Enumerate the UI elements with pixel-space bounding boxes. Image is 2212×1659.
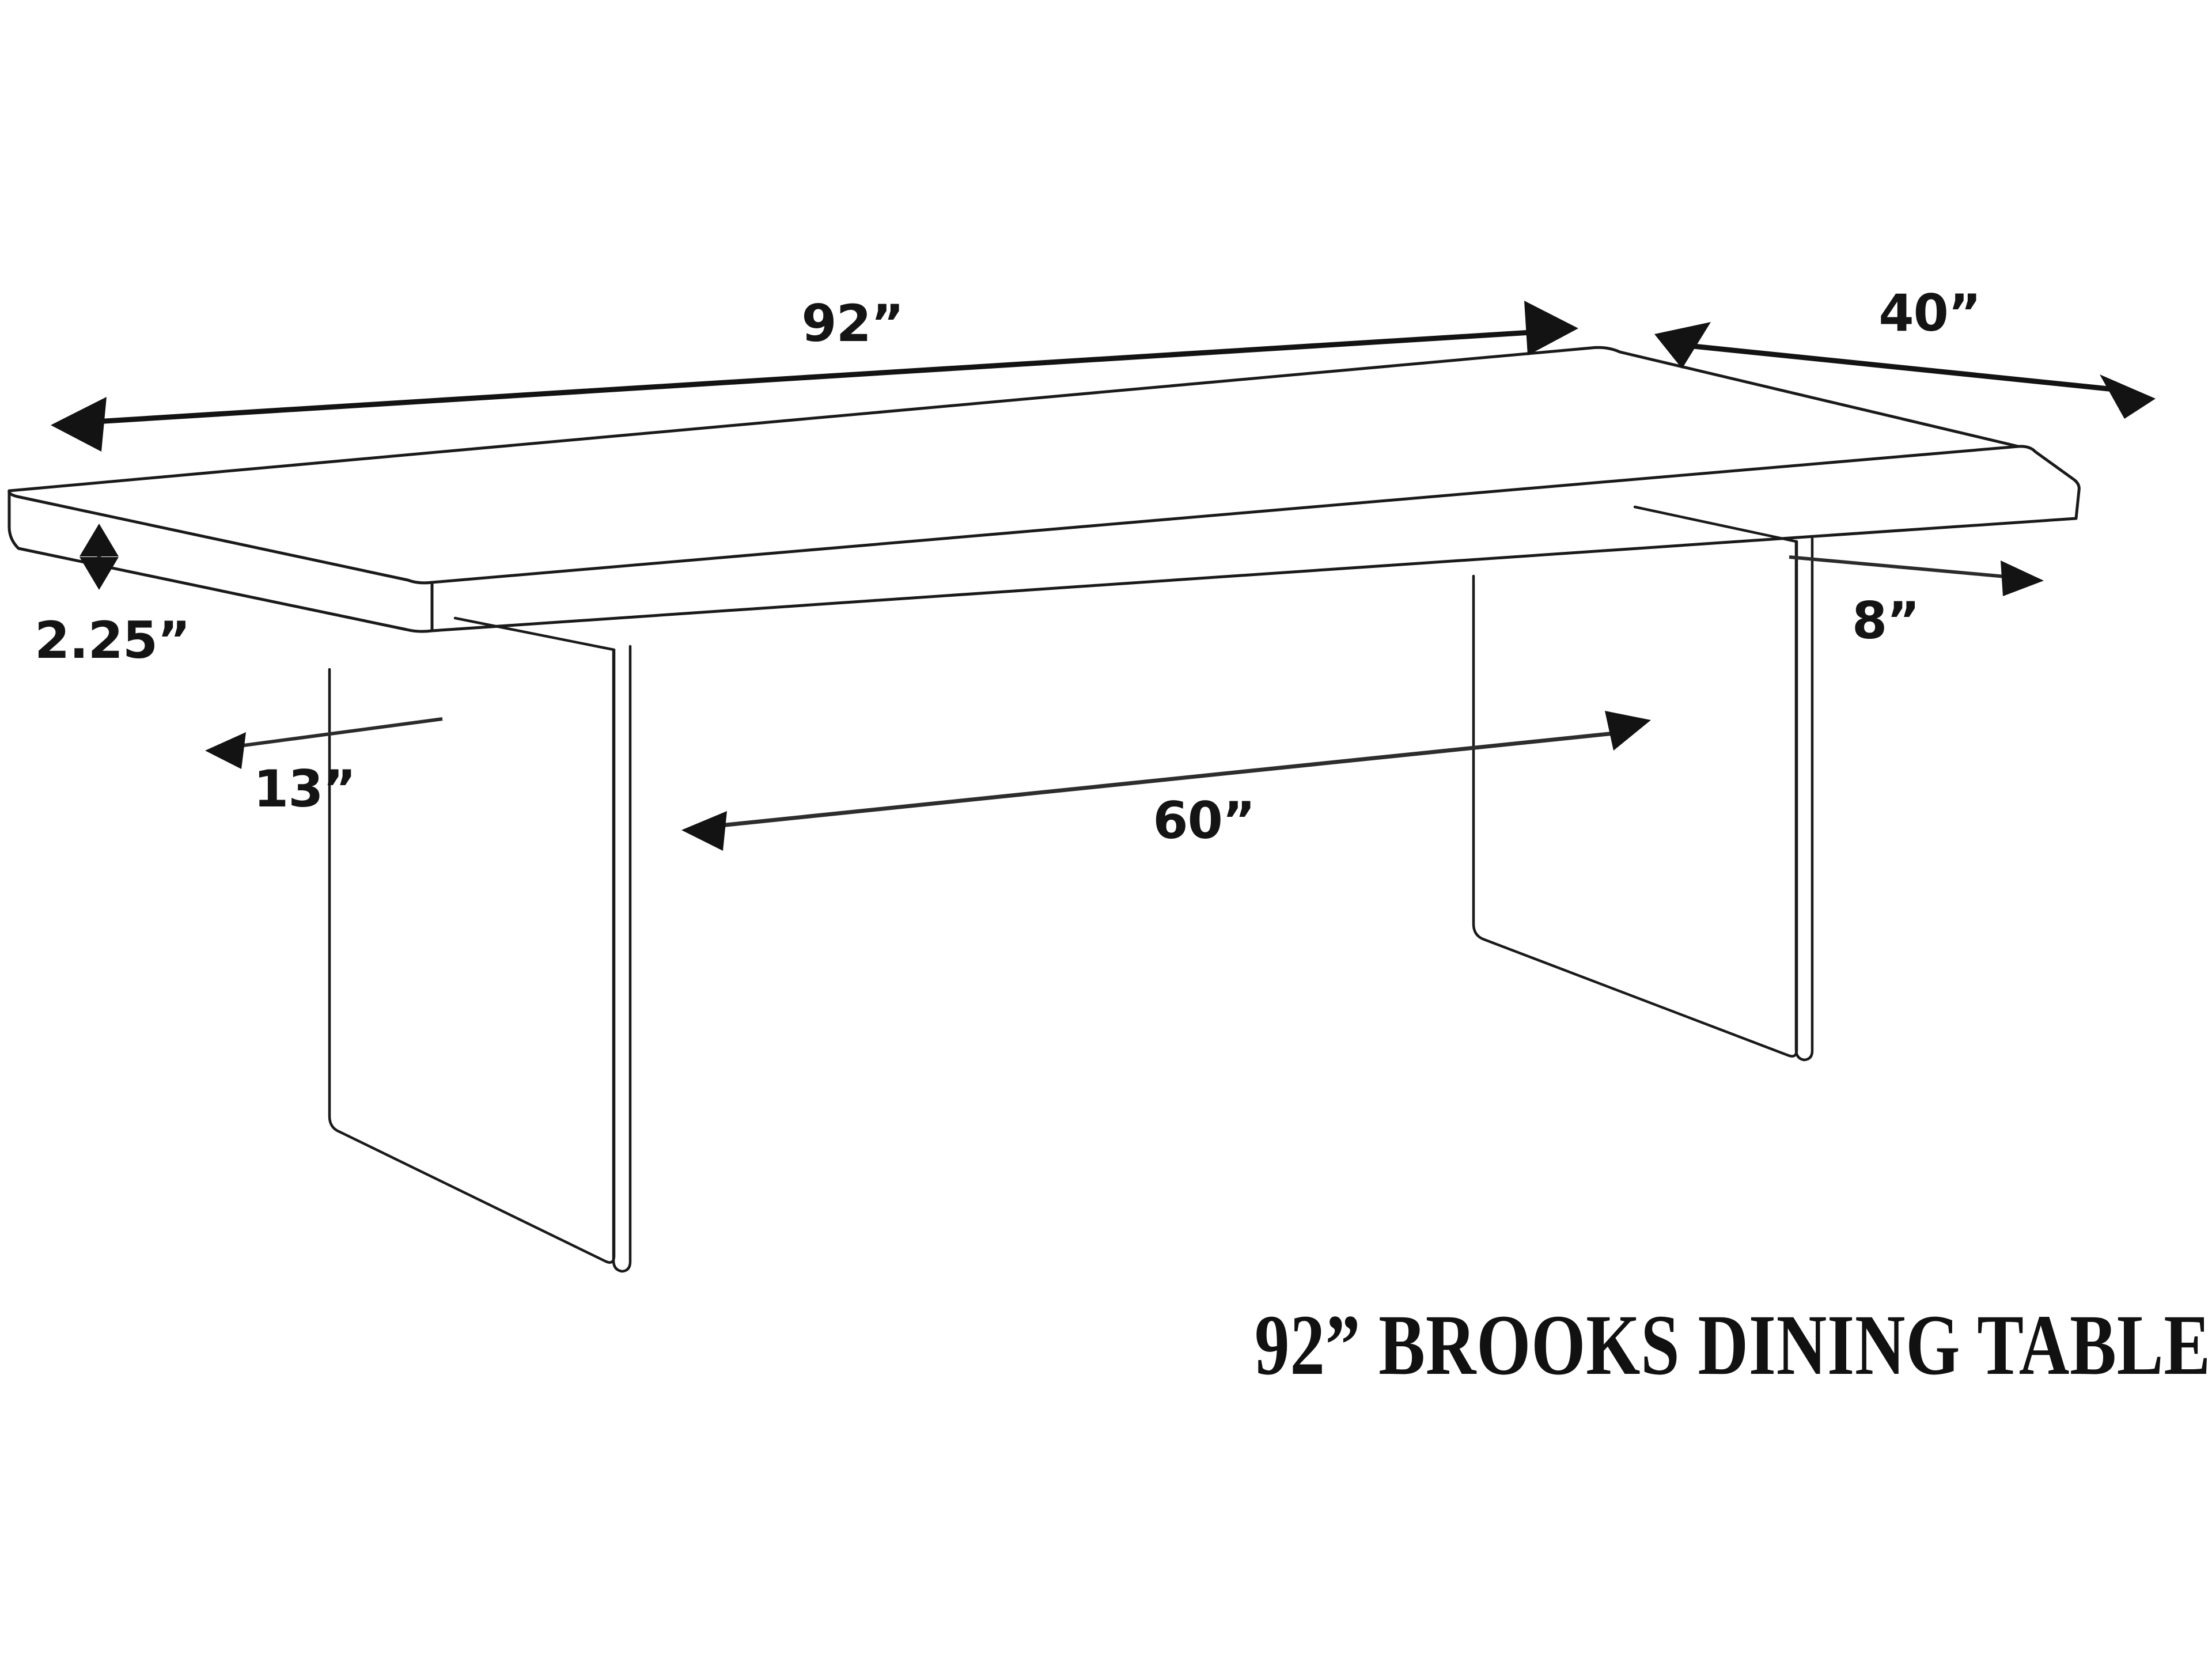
dimension-legdepth-8: 8” [1789, 555, 2044, 650]
dimension-label-92: 92” [801, 294, 903, 353]
dimension-length-92: 92” [51, 294, 1578, 452]
arrow-head-right [2001, 560, 2044, 596]
table-illustration [7, 346, 2081, 1273]
arrow-head-right [1524, 301, 1578, 355]
left-leg-side-panel [612, 645, 632, 1273]
dimension-width-40: 40” [1654, 283, 2156, 419]
tabletop-underside-join-right [1633, 505, 1798, 543]
dimension-label-8: 8” [1852, 591, 1919, 650]
arrow-head-left [205, 732, 246, 769]
right-leg-front-panel [1472, 540, 1798, 1058]
dimension-thickness-225: 2.25” [35, 524, 191, 670]
drawing-title: 92” BROOKS DINING TABLE [1255, 1297, 2211, 1393]
tabletop-right-end-face [430, 445, 2081, 632]
dimension-label-60: 60” [1153, 791, 1255, 850]
tabletop-front-edge-face [7, 489, 434, 633]
arrow-head-down [79, 557, 119, 590]
right-leg-side-panel [1794, 537, 1814, 1062]
arrow-head-upleft [1654, 322, 1711, 369]
dimension-label-225: 2.25” [35, 611, 190, 670]
dimension-overhang-13: 13” [205, 717, 443, 819]
dimension-label-40: 40” [1878, 283, 1980, 343]
arrow-head-right [1605, 711, 1651, 751]
left-leg-front-panel [328, 648, 616, 1264]
arrow-head-up [79, 524, 119, 556]
arrow-head-left [51, 397, 107, 452]
dimension-label-13: 13” [253, 759, 355, 819]
arrow-head-downright [2100, 374, 2156, 419]
arrow-head-left [681, 811, 727, 851]
tabletop-top-surface [7, 346, 2020, 585]
dimension-legspan-60: 60” [681, 711, 1651, 851]
tabletop-underside-join-left [453, 616, 616, 652]
title-label: 92” BROOKS DINING TABLE [1255, 1297, 2211, 1393]
